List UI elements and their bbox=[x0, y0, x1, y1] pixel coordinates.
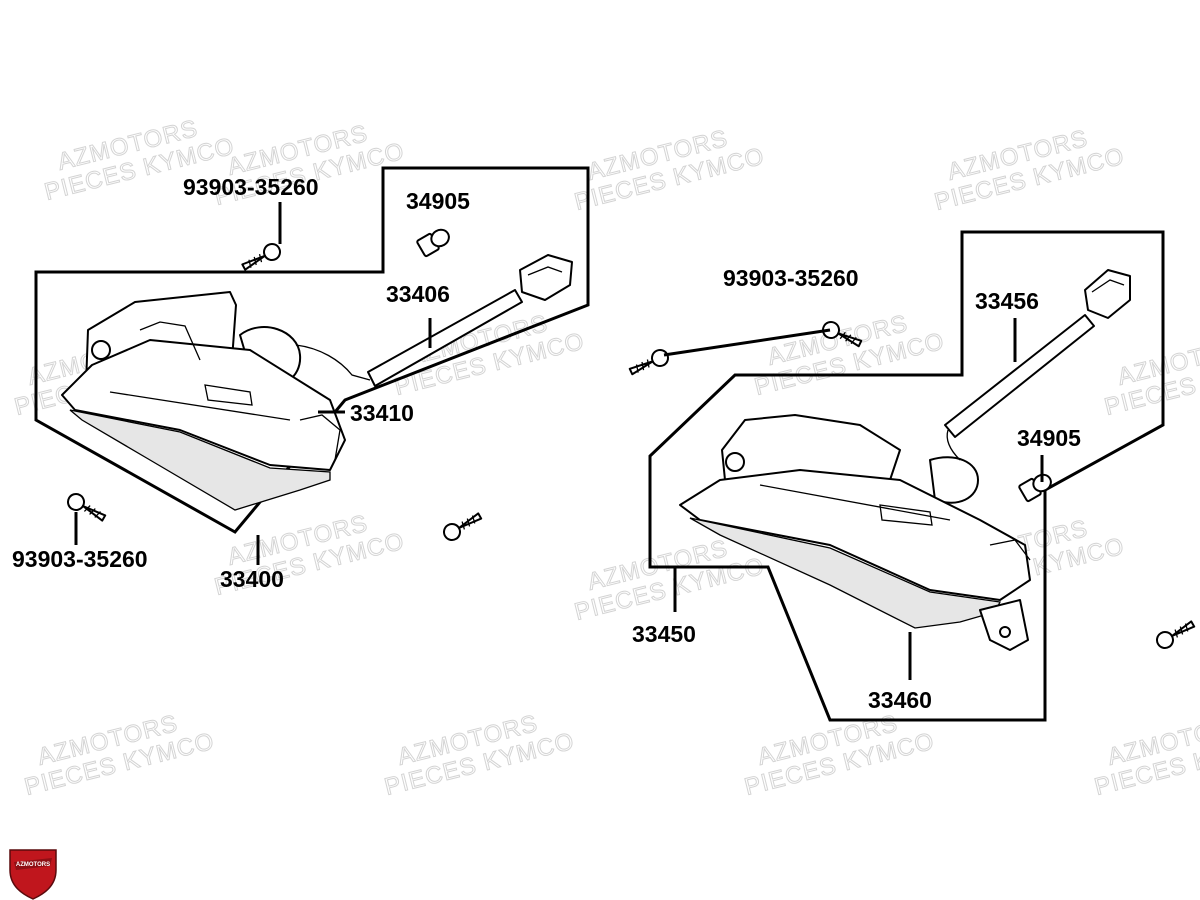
right-tab-hole bbox=[999, 626, 1011, 638]
screw-icon bbox=[443, 512, 483, 541]
right-connector-detail bbox=[1091, 279, 1125, 293]
part-label-left-screw-top: 93903-35260 bbox=[183, 174, 319, 200]
part-label-right-harness: 33456 bbox=[975, 288, 1039, 314]
screw-icon bbox=[241, 243, 281, 271]
right-lower-tab bbox=[979, 599, 1029, 651]
right-housing bbox=[679, 469, 1031, 601]
right-housing-clip bbox=[989, 539, 1031, 561]
azmotors-logo: AZMOTORS bbox=[9, 849, 57, 900]
left-turn-signal-drawing bbox=[61, 254, 573, 511]
screw-icon bbox=[1156, 620, 1196, 649]
part-label-left-lens: 33410 bbox=[350, 400, 414, 426]
left-housing-ridge bbox=[109, 391, 291, 421]
left-housing bbox=[61, 339, 346, 471]
left-wire bbox=[295, 344, 371, 381]
right-housing-ridge bbox=[759, 484, 951, 521]
right-assembly-frame bbox=[648, 230, 1165, 722]
part-label-left-assembly: 33400 bbox=[220, 566, 284, 592]
logo-text: AZMOTORS bbox=[16, 862, 50, 868]
part-label-right-bulb: 34905 bbox=[1017, 425, 1081, 451]
part-label-right-assembly: 33450 bbox=[632, 621, 696, 647]
right-bulb-socket bbox=[929, 456, 979, 504]
right-mount-hole bbox=[725, 452, 745, 472]
part-label-left-bulb: 34905 bbox=[406, 188, 470, 214]
left-connector bbox=[519, 254, 573, 301]
leader-lines bbox=[74, 202, 1044, 680]
logo-band bbox=[14, 858, 52, 870]
left-housing-clip bbox=[299, 414, 341, 461]
left-housing-slot bbox=[204, 384, 253, 406]
right-housing-slot bbox=[879, 504, 933, 526]
right-connector bbox=[1084, 269, 1131, 319]
part-label-left-harness: 33406 bbox=[386, 281, 450, 307]
left-harness-sleeve bbox=[367, 289, 523, 387]
left-mount-hole bbox=[91, 340, 111, 360]
screw-icon bbox=[67, 493, 107, 522]
left-lens-face bbox=[69, 409, 331, 511]
leader-line bbox=[663, 328, 831, 357]
left-bulb-icon bbox=[416, 228, 450, 258]
left-connector-detail bbox=[527, 266, 563, 276]
logo-shield bbox=[9, 849, 57, 900]
part-label-right-screw: 93903-35260 bbox=[723, 265, 859, 291]
part-label-left-screw-bottom: 93903-35260 bbox=[12, 546, 148, 572]
left-assembly-frame bbox=[34, 166, 590, 534]
screw-icon bbox=[628, 349, 669, 376]
screw-icon bbox=[822, 321, 863, 348]
part-label-right-lens: 33460 bbox=[868, 687, 932, 713]
right-bulb-icon bbox=[1018, 473, 1052, 503]
right-harness-sleeve bbox=[944, 314, 1095, 438]
right-turn-signal-drawing bbox=[679, 269, 1131, 651]
right-wire bbox=[946, 429, 961, 461]
left-housing-ridge bbox=[139, 321, 201, 361]
right-lens-face bbox=[689, 517, 1001, 629]
